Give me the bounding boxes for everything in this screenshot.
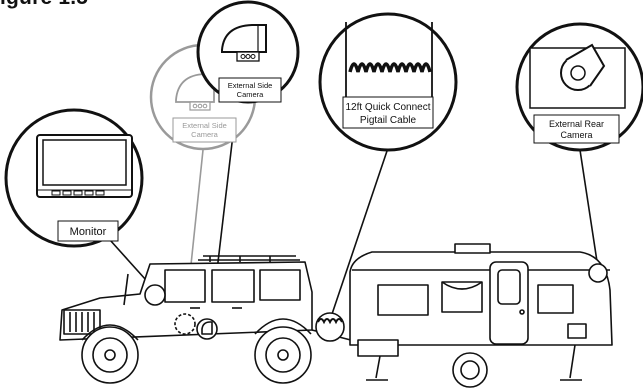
side-camera-label-line2: Camera: [237, 90, 265, 99]
rear-camera-label-line1: External Rear: [549, 119, 604, 129]
side-camera-callout: External Side Camera: [198, 2, 298, 102]
side-camera-label-line1: External Side: [228, 81, 273, 90]
jeep-illustration: [60, 256, 312, 383]
side-camera-ghost-label-line1: External Side: [182, 121, 227, 130]
rear-camera-callout: External Rear Camera: [517, 24, 643, 150]
monitor-screen: [43, 140, 126, 185]
pigtail-label-line1: 12ft Quick Connect: [345, 102, 430, 113]
rear-camera-leader: [580, 150, 598, 268]
pigtail-callout: 12ft Quick Connect Pigtail Cable: [320, 14, 456, 150]
monitor-label: Monitor: [70, 226, 107, 238]
camper-illustration: [350, 244, 612, 387]
pigtail-label-line2: Pigtail Cable: [360, 115, 417, 126]
pigtail-circle: [320, 14, 456, 150]
rear-camera-label-line2: Camera: [560, 130, 592, 140]
side-camera-leds: [237, 52, 259, 61]
monitor-buttons: [52, 191, 104, 195]
monitor-callout: Monitor: [6, 110, 142, 246]
side-camera-ghost-label-line2: Camera: [191, 130, 219, 139]
